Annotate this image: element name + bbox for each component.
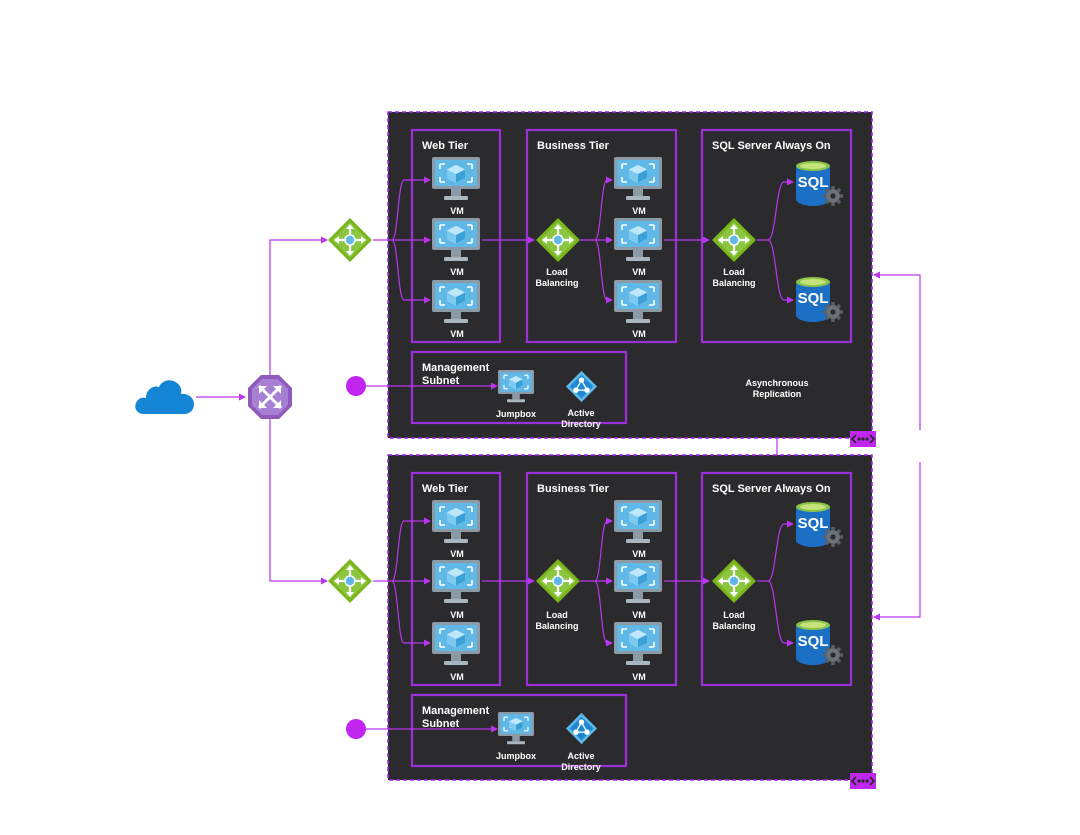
- management-subnet-title-line1: Management: [422, 705, 490, 717]
- replication-label-line2: Replication: [753, 389, 802, 399]
- management-subnet-title-line2: Subnet: [422, 718, 460, 730]
- cloud-icon: [135, 380, 194, 414]
- traffic-manager-icon: [247, 374, 293, 420]
- connector-tm-to-region2-lb: [269, 419, 328, 585]
- virtual-network-icon: [850, 431, 876, 447]
- vm-label: VM: [450, 329, 464, 339]
- connection-point-dot: [346, 376, 366, 396]
- sql-tier-box: [700, 471, 853, 687]
- region-2: Web Tier VM VM VM Business Tier Load Bal…: [366, 454, 876, 789]
- management-subnet-box: [410, 693, 628, 768]
- business-tier-title: Business Tier: [537, 140, 610, 152]
- connection-point-dot: [346, 719, 366, 739]
- connector-tm-to-region1-lb: [269, 236, 328, 375]
- vm-label: VM: [632, 672, 646, 682]
- lb-label-line2: Balancing: [712, 278, 755, 288]
- vm-label: VM: [450, 549, 464, 559]
- connector-sql-region-loop: [873, 271, 921, 430]
- management-subnet-title-line1: Management: [422, 362, 490, 374]
- vm-label: VM: [450, 672, 464, 682]
- virtual-network-icon: [850, 773, 876, 789]
- connector-sql-region-loop-2: [873, 462, 921, 621]
- replication-label-line1: Asynchronous: [745, 378, 808, 388]
- web-tier-box: [410, 471, 502, 687]
- lb-label-line1: Load: [546, 610, 568, 620]
- business-tier-box: [525, 128, 678, 344]
- business-tier-title: Business Tier: [537, 483, 610, 495]
- management-subnet-box: [410, 350, 628, 425]
- business-tier-box: [525, 471, 678, 687]
- vm-label: VM: [632, 267, 646, 277]
- vm-label: VM: [632, 610, 646, 620]
- web-tier-title: Web Tier: [422, 140, 469, 152]
- jumpbox-label: Jumpbox: [496, 751, 536, 761]
- load-balancer-icon: [327, 217, 373, 263]
- region-1: Web Tier VM VM VM Business Tier Load Bal…: [366, 111, 876, 447]
- vm-label: VM: [632, 329, 646, 339]
- active-directory-label-line2: Directory: [561, 762, 601, 772]
- load-balancer-icon: [327, 558, 373, 604]
- jumpbox-label: Jumpbox: [496, 409, 536, 419]
- lb-label-line2: Balancing: [712, 621, 755, 631]
- vm-label: VM: [632, 206, 646, 216]
- active-directory-label-line1: Active: [567, 408, 594, 418]
- web-tier-box: [410, 128, 502, 344]
- sql-tier-box: [700, 128, 853, 344]
- lb-label-line1: Load: [546, 267, 568, 277]
- management-subnet-title-line2: Subnet: [422, 375, 460, 387]
- vm-label: VM: [450, 610, 464, 620]
- vm-label: VM: [450, 206, 464, 216]
- vm-label: VM: [632, 549, 646, 559]
- sql-tier-title: SQL Server Always On: [712, 483, 831, 495]
- lb-label-line1: Load: [723, 610, 745, 620]
- active-directory-label-line1: Active: [567, 751, 594, 761]
- active-directory-label-line2: Directory: [561, 419, 601, 429]
- sql-tier-title: SQL Server Always On: [712, 140, 831, 152]
- lb-label-line2: Balancing: [535, 278, 578, 288]
- vm-label: VM: [450, 267, 464, 277]
- web-tier-title: Web Tier: [422, 483, 469, 495]
- lb-label-line1: Load: [723, 267, 745, 277]
- lb-label-line2: Balancing: [535, 621, 578, 631]
